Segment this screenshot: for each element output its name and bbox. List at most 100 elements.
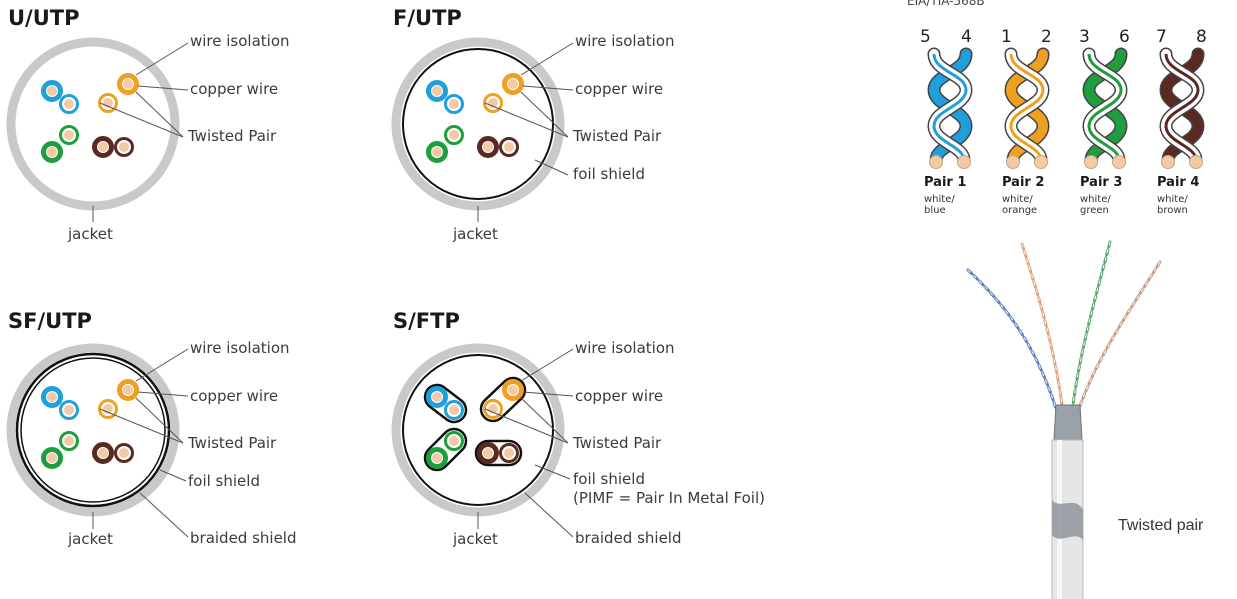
label-copper-wire: copper wire	[575, 387, 664, 405]
copper-conductor	[123, 385, 133, 395]
wire-pairs	[426, 73, 524, 163]
pair-color-line2: orange	[1002, 205, 1038, 216]
leader-lines	[92, 42, 189, 222]
label-foil-shield: foil shield	[573, 470, 645, 488]
braided-shield-ring	[15, 352, 171, 508]
label-foil-shield: foil shield	[573, 165, 645, 183]
pair-foil-shield	[474, 439, 523, 467]
pair-column: 1 2 Pair 2 white/ orange	[995, 22, 1065, 232]
pin-number: 1	[1001, 27, 1012, 47]
leader-lines	[477, 42, 574, 222]
label-jacket: jacket	[68, 530, 113, 548]
panel-title: S/FTP	[393, 309, 460, 333]
copper-conductor	[64, 436, 74, 446]
pair-name: Pair 4	[1157, 175, 1200, 190]
white-strand-stripe	[932, 53, 968, 161]
copper-conductor	[432, 453, 442, 463]
wire-pairs	[41, 73, 139, 163]
copper-conductor	[432, 392, 442, 402]
twisted-pair-icon	[1082, 47, 1128, 169]
panel-title: U/UTP	[8, 6, 80, 30]
copper-end	[929, 155, 943, 169]
pair-column: 3 6 Pair 3 white/ green	[1073, 22, 1143, 232]
copper-conductor	[504, 448, 514, 458]
label-copper-wire: copper wire	[575, 80, 664, 98]
twisted-pair-icon	[1159, 47, 1205, 169]
copper-conductor	[432, 86, 442, 96]
pair-color-line1: white/	[1157, 194, 1188, 205]
panel-u-utp: U/UTP wire isolation copper wire Twisted…	[0, 0, 320, 260]
cable-cross-section-u-utp	[6, 37, 189, 222]
copper-conductor	[64, 130, 74, 140]
copper-end	[957, 155, 971, 169]
copper-conductor	[483, 448, 493, 458]
panel-s-ftp: S/FTP wire isolation copper wire Twisted…	[385, 305, 785, 575]
pair-foil-shield	[479, 376, 527, 423]
pair-name: Pair 1	[924, 175, 967, 190]
label-jacket: jacket	[453, 225, 498, 243]
pair-color-line1: white/	[1002, 194, 1033, 205]
label-twisted-pair: Twisted Pair	[573, 434, 662, 452]
label-pimf-note: (PIMF = Pair In Metal Foil)	[573, 489, 765, 507]
pin-number: 5	[920, 27, 931, 47]
copper-conductor	[47, 392, 57, 402]
cable-cross-section-s-ftp	[391, 343, 574, 538]
label-braided-shield: braided shield	[190, 529, 297, 547]
copper-conductor	[98, 448, 108, 458]
label-jacket: jacket	[68, 225, 113, 243]
label-copper-wire: copper wire	[190, 80, 279, 98]
pair-color-line2: brown	[1157, 205, 1188, 216]
pair-foil-shield	[423, 427, 468, 472]
label-jacket: jacket	[453, 530, 498, 548]
foil-shield-ring	[402, 48, 554, 200]
copper-conductor	[449, 405, 459, 415]
label-wire-isolation: wire isolation	[190, 32, 290, 50]
copper-conductor	[508, 79, 518, 89]
label-twisted-pair: Twisted Pair	[573, 127, 662, 145]
braided-shield-ring	[402, 354, 554, 506]
pin-number: 8	[1196, 27, 1207, 47]
pair-name: Pair 2	[1002, 175, 1045, 190]
pin-number: 6	[1119, 27, 1130, 47]
copper-conductor	[504, 142, 514, 152]
copper-end	[1189, 155, 1203, 169]
copper-end	[1112, 155, 1126, 169]
copper-conductor	[432, 147, 442, 157]
white-strand-stripe	[1087, 53, 1123, 161]
foil-shield-ring	[20, 357, 166, 503]
copper-conductor	[47, 147, 57, 157]
panel-title: F/UTP	[393, 6, 462, 30]
pin-number: 7	[1156, 27, 1167, 47]
pair-color-line1: white/	[1080, 194, 1111, 205]
pin-number: 3	[1079, 27, 1090, 47]
copper-conductor	[449, 99, 459, 109]
pair-foil-shield	[423, 383, 468, 424]
label-wire-isolation: wire isolation	[575, 32, 675, 50]
copper-end	[1161, 155, 1175, 169]
pair-color-line2: blue	[924, 205, 946, 216]
wire-pairs	[423, 376, 527, 472]
pair-color-line1: white/	[924, 194, 955, 205]
label-wire-isolation: wire isolation	[190, 339, 290, 357]
standard-title: EIA/TIA-568B	[907, 0, 985, 8]
pair-name: Pair 3	[1080, 175, 1123, 190]
photo-caption: Twisted pair	[1118, 517, 1204, 534]
copper-conductor	[508, 385, 518, 395]
white-strand-stripe	[1164, 53, 1200, 161]
label-twisted-pair: Twisted Pair	[188, 434, 277, 452]
pin-number: 2	[1041, 27, 1052, 47]
leader-lines	[92, 348, 189, 538]
copper-conductor	[119, 448, 129, 458]
panel-title: SF/UTP	[8, 309, 92, 333]
wire-pairs	[41, 379, 139, 469]
white-strand-stripe	[1009, 53, 1045, 161]
label-copper-wire: copper wire	[190, 387, 279, 405]
leader-lines	[477, 348, 574, 538]
panel-f-utp: F/UTP wire isolation copper wire Twisted…	[385, 0, 705, 260]
copper-conductor	[64, 405, 74, 415]
label-twisted-pair: Twisted Pair	[188, 127, 277, 145]
twisted-pair-icon	[1004, 47, 1050, 169]
cable-cross-section-f-utp	[391, 37, 574, 222]
pair-column: 5 4 Pair 1 white/ blue	[918, 22, 988, 232]
copper-end	[1084, 155, 1098, 169]
